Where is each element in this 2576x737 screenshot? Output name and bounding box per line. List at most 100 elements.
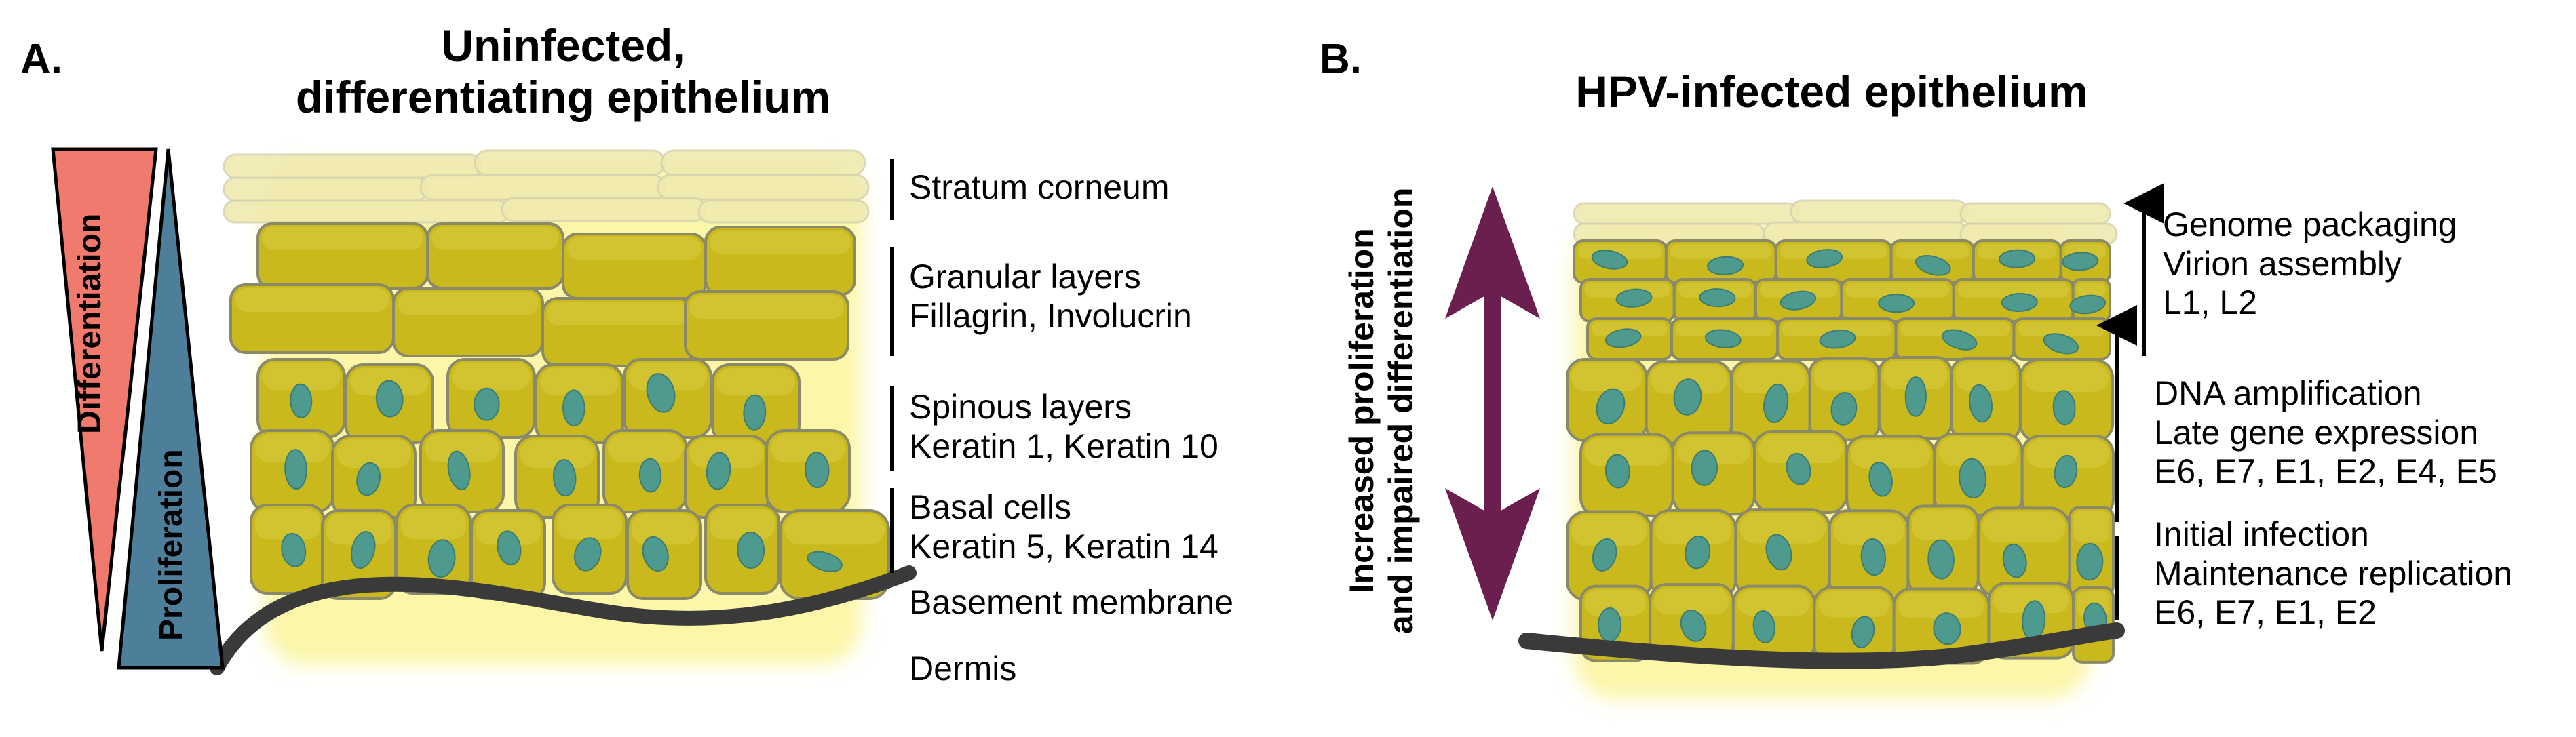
tissue-a-cells: [210, 149, 917, 675]
cell-highlight: [2077, 283, 2106, 298]
side-label-line1: Increased proliferation: [1343, 228, 1381, 594]
cell-highlight: [1759, 283, 1838, 298]
stage-1-line-0: DNA amplification: [2154, 374, 2422, 412]
stage-label-initial: Initial infection Maintenance replicatio…: [2154, 515, 2512, 633]
nucleus: [2001, 292, 2038, 312]
nucleus: [351, 530, 376, 570]
cell-highlight: [1676, 322, 1774, 336]
panel-a-title-line2: differentiating epithelium: [295, 71, 831, 122]
cell-highlight: [1898, 592, 1985, 618]
nucleus: [1969, 384, 1993, 423]
cell-highlight: [1758, 435, 1843, 464]
cell-highlight: [1739, 513, 1826, 544]
nucleus: [1699, 288, 1736, 308]
cell-highlight: [784, 514, 885, 545]
nucleus: [1680, 609, 1707, 642]
stage-label-packaging: Genome packaging Virion assembly L1, L2: [2163, 205, 2457, 323]
stage-0-line-2: L1, L2: [2163, 283, 2258, 321]
cornified-cell: [223, 176, 429, 202]
nucleus: [290, 383, 313, 418]
panel-a-title-line1: Uninfected,: [441, 20, 685, 71]
cell-highlight: [452, 363, 531, 391]
cell-highlight: [1813, 361, 1875, 391]
panel-b-title: HPV-infected epithelium: [1575, 66, 2088, 117]
nucleus: [706, 452, 731, 490]
nucleus: [1707, 256, 1744, 275]
nucleus: [2054, 454, 2078, 489]
layer-label-spinous: Spinous layers Keratin 1, Keratin 10: [909, 388, 1218, 466]
cell-highlight: [1938, 437, 2018, 466]
nucleus: [807, 551, 843, 572]
nucleus: [642, 536, 669, 572]
cell-highlight: [689, 439, 764, 468]
dermis-label: Dermis: [909, 650, 1017, 688]
nucleus: [1591, 250, 1628, 270]
stage-label-amplification: DNA amplification Late gene expression E…: [2154, 374, 2497, 492]
layer-label-stratum-corneum: Stratum corneum: [909, 168, 1169, 207]
cell: [684, 290, 849, 361]
cell-highlight: [771, 434, 845, 462]
nucleus: [1685, 536, 1711, 570]
cell-highlight: [1585, 437, 1669, 466]
cell-highlight: [476, 514, 541, 545]
basement-membrane-b: [1518, 622, 2125, 669]
nucleus: [1819, 330, 1856, 349]
differentiation-triangle: [51, 147, 158, 652]
cell-highlight: [1782, 322, 1892, 336]
nucleus: [1765, 534, 1792, 571]
layer-1-line-0: Granular layers: [909, 258, 1141, 296]
tissue-b-cells: [1518, 199, 2125, 669]
nucleus: [1691, 450, 1718, 486]
cell-highlight: [1957, 283, 2069, 298]
nucleus: [2002, 543, 2027, 578]
cell-highlight: [2026, 439, 2109, 469]
nucleus: [284, 449, 307, 490]
cell-highlight: [632, 514, 697, 545]
nucleus: [1860, 538, 1887, 576]
panel-b-letter: B.: [1320, 36, 1362, 83]
cell-highlight: [689, 295, 844, 319]
cell-highlight: [710, 509, 775, 540]
cell-highlight: [401, 509, 466, 540]
nucleus: [1673, 378, 1702, 416]
nucleus: [553, 459, 577, 497]
cell-highlight: [1585, 589, 1647, 616]
layer-1-line-1: Fillagrin, Involucrin: [909, 296, 1192, 335]
panel-a-title: Uninfected, differentiating epithelium: [231, 20, 896, 123]
layer-2-line-1: Keratin 1, Keratin 10: [909, 426, 1218, 465]
purple-arrow-head-up: [1445, 186, 1540, 319]
nucleus: [1878, 294, 1915, 313]
nucleus: [1806, 249, 1843, 268]
stage-2-line-2: E6, E7, E1, E2: [2154, 593, 2377, 631]
cell-highlight: [557, 509, 622, 540]
nucleus: [1615, 288, 1653, 308]
cornified-cell: [697, 199, 870, 224]
cell-highlight: [547, 302, 688, 325]
layer-3-line-0: Basal cells: [909, 488, 1071, 526]
nucleus: [737, 531, 765, 569]
nucleus: [1763, 383, 1789, 424]
cell-highlight: [1851, 439, 1931, 469]
nucleus: [427, 539, 456, 578]
cell-highlight: [1571, 362, 1642, 391]
stage-2-line-0: Initial infection: [2154, 515, 2369, 553]
nucleus: [1959, 458, 1987, 499]
cell-highlight: [1654, 588, 1729, 614]
basement-membrane-a: [210, 565, 917, 675]
side-label: Increased proliferation and impaired dif…: [1342, 188, 1421, 634]
layer-label-basal: Basal cells Keratin 5, Keratin 14: [909, 488, 1218, 566]
purple-arrow-head-down: [1445, 488, 1540, 620]
nucleus: [1604, 454, 1630, 489]
cell-highlight: [1655, 513, 1732, 545]
nucleus: [1942, 329, 1978, 351]
nucleus: [646, 373, 676, 413]
stage-1-line-1: Late gene expression: [2154, 413, 2479, 452]
nucleus: [2076, 542, 2104, 581]
cell-highlight: [710, 231, 851, 254]
cell-highlight: [431, 227, 559, 250]
nucleus: [2043, 333, 2079, 355]
cornified-cell: [660, 149, 866, 176]
nucleus: [743, 394, 767, 431]
cell-highlight: [2024, 363, 2109, 392]
side-label-line2: and impaired differentiation: [1382, 187, 1420, 634]
